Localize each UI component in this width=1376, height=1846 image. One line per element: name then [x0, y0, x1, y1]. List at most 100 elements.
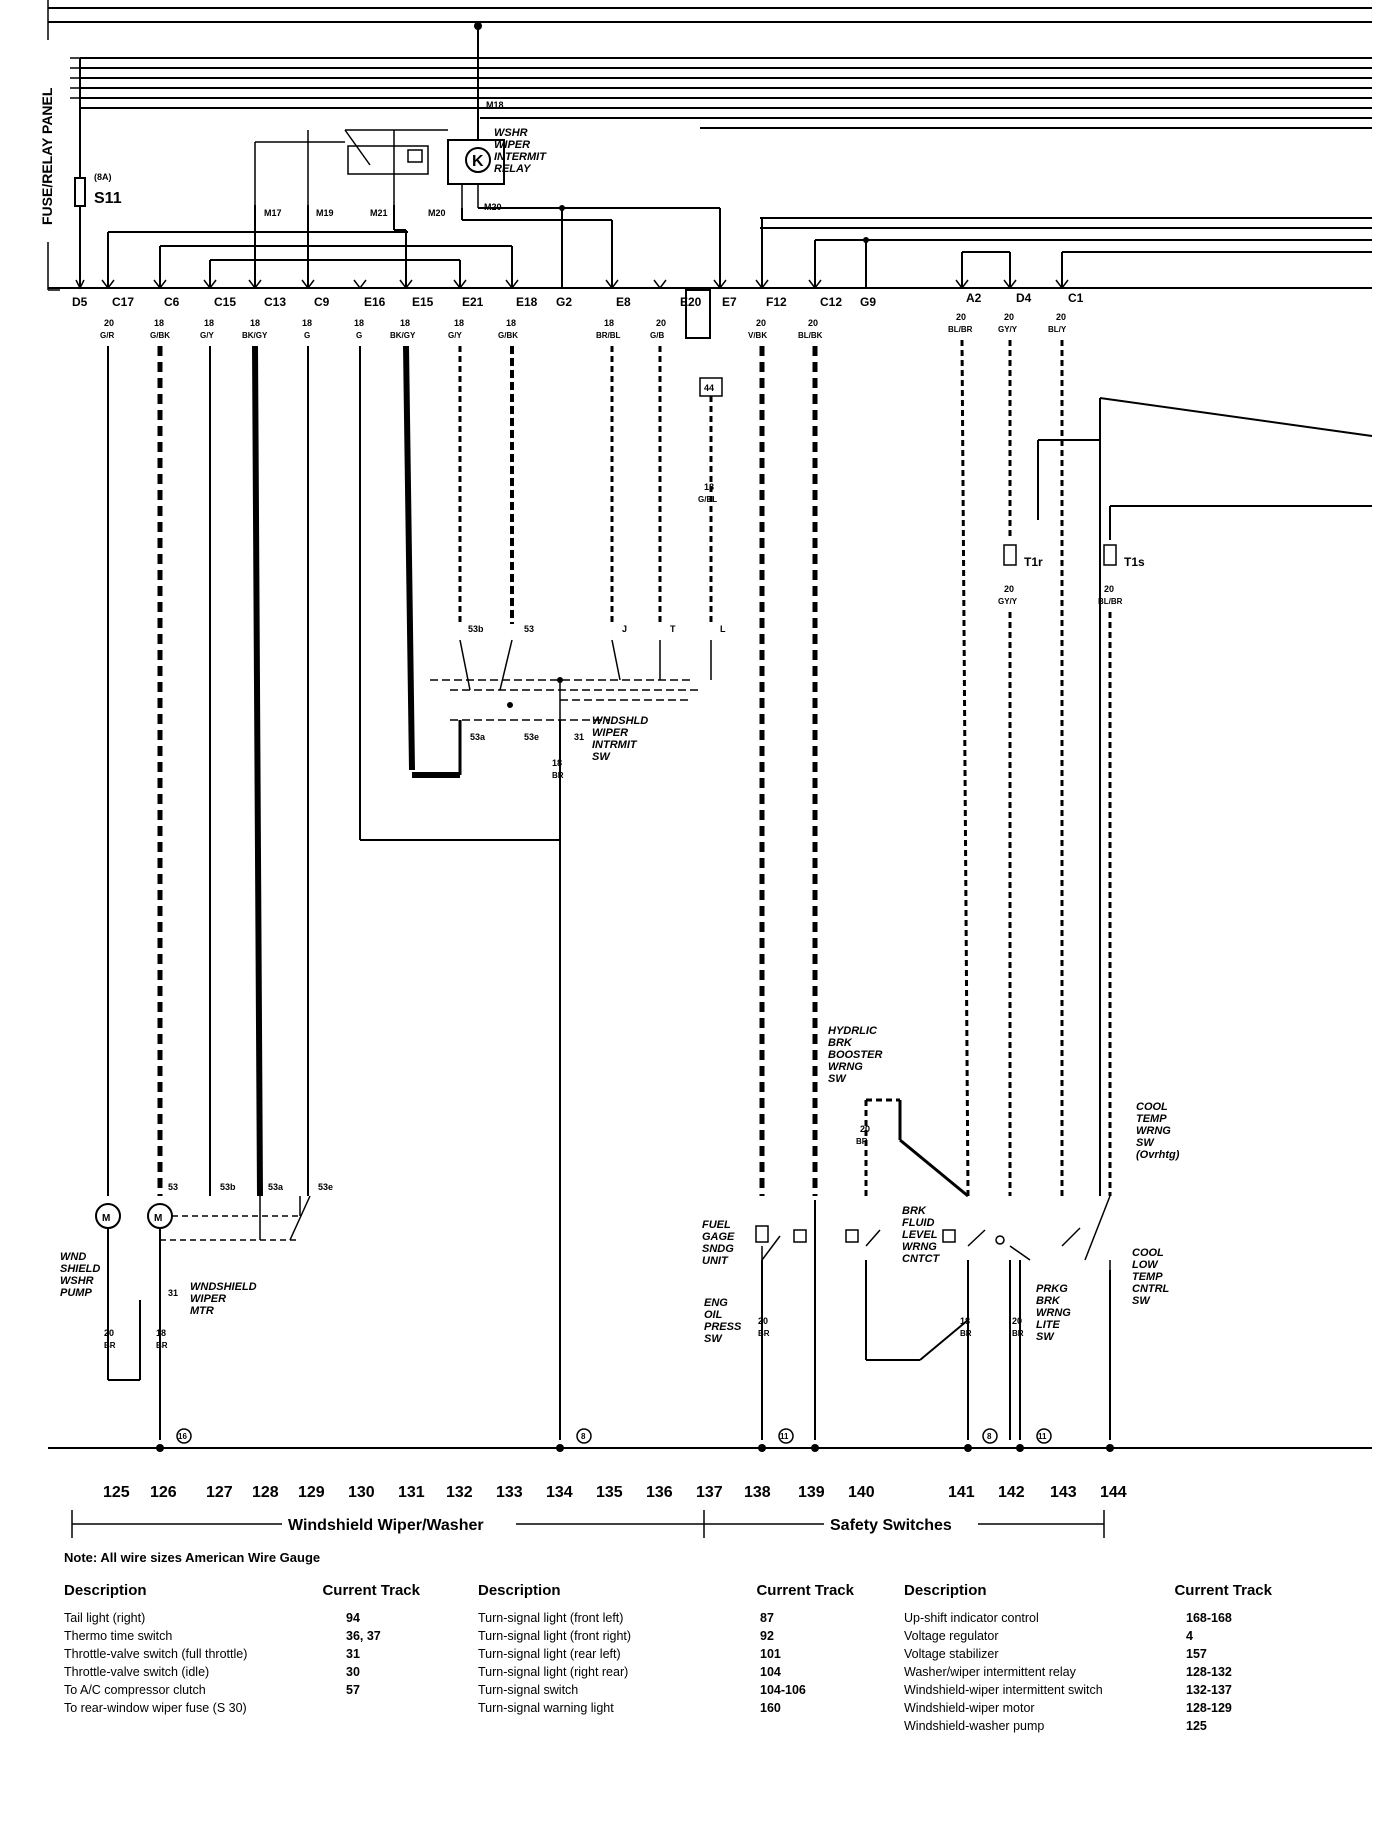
- intermit-sw-l3: INTRMIT: [592, 739, 638, 751]
- awg-note: Note: All wire sizes American Wire Gauge: [64, 1550, 321, 1565]
- spec-c15-gauge: 18: [204, 318, 214, 328]
- spec-a2-color: BL/BR: [948, 325, 973, 334]
- ct-l3: WRNG: [1136, 1125, 1171, 1137]
- track-129: 129: [298, 1484, 325, 1501]
- spec-e21-color: G/Y: [448, 331, 462, 340]
- fg-l2: GAGE: [702, 1231, 735, 1243]
- bb-l5: SW: [828, 1073, 847, 1085]
- pb-l4: LITE: [1036, 1319, 1060, 1331]
- bf-feed-color: BR: [856, 1137, 868, 1146]
- relay-pin-m20a: M20: [428, 208, 446, 218]
- legend-row-desc: Windshield-wiper intermittent switch: [904, 1683, 1103, 1697]
- legend-row-desc: Tail light (right): [64, 1611, 146, 1625]
- track-134: 134: [546, 1484, 573, 1501]
- legend-row: Voltage stabilizer 157: [904, 1645, 1284, 1663]
- spec-c6-gauge: 18: [154, 318, 164, 328]
- ground-ref-11b: 11: [1038, 1432, 1047, 1441]
- conn-pin-d4: D4: [1016, 291, 1032, 305]
- motor-ground-color: BR: [156, 1341, 168, 1350]
- connector-pins: [75, 279, 1069, 290]
- ground-ref-8a: 8: [581, 1432, 586, 1441]
- spec-e18-color: G/BK: [498, 331, 518, 340]
- relay-coil-icon: [465, 147, 491, 173]
- track-139: 139: [798, 1484, 825, 1501]
- section-brackets: Windshield Wiper/Washer Safety Switches: [71, 1510, 1105, 1538]
- legend-head-track-1: Current Track: [322, 1582, 420, 1599]
- legend-row: Turn-signal light (right rear)104: [478, 1663, 858, 1681]
- legend-col-2: Description Current Track Turn-signal li…: [478, 1582, 858, 1717]
- conn-pin-f12: F12: [766, 295, 787, 309]
- conn-pin-c6: C6: [164, 295, 180, 309]
- legend-row-track: 104: [760, 1665, 781, 1679]
- top-bus-lines: [48, 7, 1372, 229]
- pb-ground-color: BR: [1012, 1329, 1024, 1338]
- t1r-name: T1r: [1024, 555, 1043, 569]
- conn-pin-c13: C13: [264, 295, 286, 309]
- spec-e16-gauge: 18: [354, 318, 364, 328]
- spec-c13-color: BK/GY: [242, 331, 268, 340]
- bb-l2: BRK: [828, 1037, 853, 1049]
- fuse-rating: (8A): [94, 172, 112, 182]
- legend-row-track: 157: [1186, 1647, 1207, 1661]
- fuel-gauge-sender-icon: [755, 1225, 769, 1243]
- oil-l1: ENG: [704, 1297, 728, 1309]
- legend-head-track-2: Current Track: [756, 1582, 854, 1599]
- track-132: 132: [446, 1484, 473, 1501]
- legend-row-track: 160: [760, 1701, 781, 1715]
- legend-row-desc: To A/C compressor clutch: [64, 1683, 206, 1697]
- spec-d5-gauge: 20: [104, 318, 114, 328]
- legend-row-desc: Windshield-washer pump: [904, 1719, 1045, 1733]
- pb-ground-gauge: 20: [1012, 1316, 1022, 1326]
- legend-row-desc: Voltage regulator: [904, 1629, 999, 1643]
- legend-row-track: 36, 37: [346, 1629, 381, 1643]
- conn-pin-e18: E18: [516, 295, 538, 309]
- legend-row-track: 94: [346, 1611, 360, 1625]
- track-numbers: 125 126 127 128 129 130 131 132 133 134 …: [103, 1484, 1127, 1501]
- bf-l5: CNTCT: [902, 1253, 941, 1265]
- track-127: 127: [206, 1484, 233, 1501]
- motor-l3: MTR: [190, 1305, 214, 1317]
- track-142: 142: [998, 1484, 1025, 1501]
- bb-l3: BOOSTER: [828, 1049, 882, 1061]
- motor-l2: WIPER: [190, 1293, 226, 1305]
- conn-pin-c12: C12: [820, 295, 842, 309]
- legend-row-desc: Turn-signal warning light: [478, 1701, 614, 1715]
- track-131: 131: [398, 1484, 425, 1501]
- sw-pin-j: J: [622, 624, 627, 634]
- legend-row-desc: Turn-signal light (front right): [478, 1629, 632, 1643]
- fg-l1: FUEL: [702, 1219, 731, 1231]
- spec-c1-color: BL/Y: [1048, 325, 1067, 334]
- legend-head-track-3: Current Track: [1174, 1582, 1272, 1599]
- legend-row: Throttle-valve switch (idle)30: [64, 1663, 444, 1681]
- spec-e16-color: G: [356, 331, 362, 340]
- sw-pin-53e: 53e: [524, 732, 539, 742]
- legend-row-track: 132-137: [1186, 1683, 1232, 1697]
- legend-row-desc: Up-shift indicator control: [904, 1611, 1039, 1625]
- pump-l2: SHIELD: [60, 1263, 100, 1275]
- legend-row-desc: Throttle-valve switch (idle): [64, 1665, 210, 1679]
- intermit-sw-l2: WIPER: [592, 727, 628, 739]
- intermit-sw-l1: WNDSHLD: [592, 715, 648, 727]
- fuse-name: S11: [94, 190, 122, 207]
- conn-pin-e16: E16: [364, 295, 386, 309]
- sw-pin-53: 53: [524, 624, 534, 634]
- legend-row-desc: Turn-signal switch: [478, 1683, 579, 1697]
- pump-ground-gauge: 20: [104, 1328, 114, 1338]
- sw-ground-gauge: 18: [552, 758, 562, 768]
- legend-row-desc: Voltage stabilizer: [904, 1647, 999, 1661]
- sw-pin-53b: 53b: [468, 624, 484, 634]
- legend-col-1: Description Current Track Tail light (ri…: [64, 1582, 444, 1717]
- sw-pin-53a: 53a: [470, 732, 486, 742]
- section-safety-switches: Safety Switches: [830, 1517, 952, 1534]
- motor-pin-31: 31: [168, 1288, 178, 1298]
- ground-bus: 16 8 11 8 11: [48, 1428, 1372, 1452]
- legend-row-track: 57: [346, 1683, 360, 1697]
- spec-d4-color: GY/Y: [998, 325, 1018, 334]
- oil-l3: PRESS: [704, 1321, 742, 1333]
- ground-ref-16: 16: [178, 1432, 187, 1441]
- conn-pin-a2: A2: [966, 291, 982, 305]
